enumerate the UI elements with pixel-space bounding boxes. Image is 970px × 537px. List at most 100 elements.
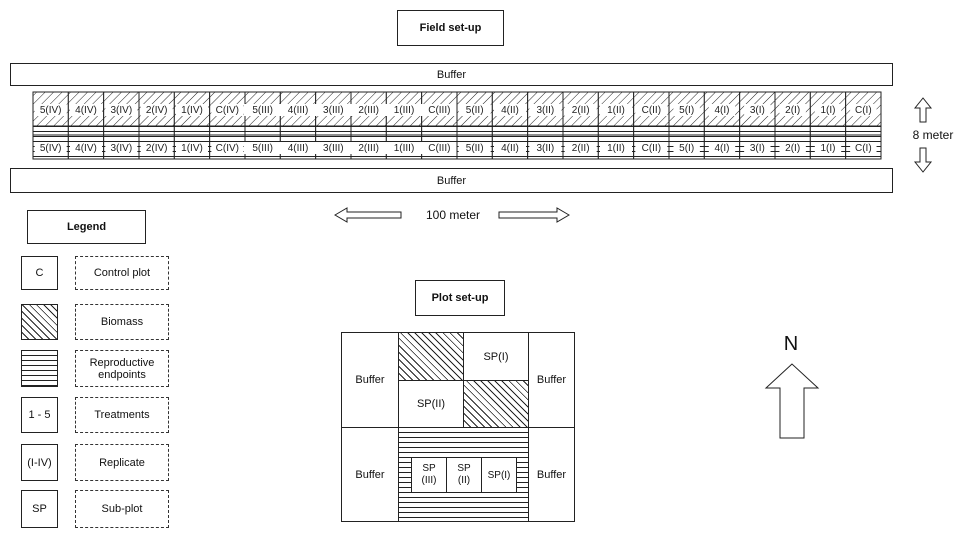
separator-cell xyxy=(491,125,529,136)
reproductive-plot-label-bg xyxy=(814,142,842,154)
separator-cell xyxy=(103,125,140,136)
legend-symbol-control: C xyxy=(21,256,58,290)
legend-label-subplot: Sub-plot xyxy=(75,490,169,528)
reproductive-plot-label-bg xyxy=(349,142,388,154)
biomass-plot-label: 2(I) xyxy=(785,105,800,116)
reproductive-plot-label-bg xyxy=(529,142,562,154)
separator-cell xyxy=(421,125,458,136)
biomass-plot-label: 2(IV) xyxy=(146,105,168,116)
plot-buffer-top-left: Buffer xyxy=(341,332,399,428)
reproductive-plot-label: 5(II) xyxy=(466,143,484,154)
legend-label-biomass: Biomass xyxy=(75,304,169,340)
biomass-plot-label-bg xyxy=(458,104,491,116)
biomass-plot-label-bg xyxy=(600,104,632,116)
biomass-plot-label: 5(III) xyxy=(252,105,273,116)
reproductive-plot-label: 4(II) xyxy=(501,143,519,154)
reproductive-plot-label: 2(I) xyxy=(785,143,800,154)
reproductive-plot-label-bg xyxy=(600,142,632,154)
biomass-plot-label-bg xyxy=(34,104,67,116)
plot-buffer-bottom-right: Buffer xyxy=(528,427,575,522)
reproductive-plot-label: 2(III) xyxy=(358,143,379,154)
biomass-plot-label-bg xyxy=(635,104,668,116)
biomass-plot-label: 4(IV) xyxy=(75,105,97,116)
reproductive-plot-label: 1(I) xyxy=(821,143,836,154)
reproductive-plot-label-bg xyxy=(744,142,771,154)
reproductive-plot-label: 5(III) xyxy=(252,143,273,154)
north-arrow-icon xyxy=(764,363,820,439)
separator-cell xyxy=(703,125,741,136)
separator-cell xyxy=(597,125,635,136)
separator-cell xyxy=(244,125,281,136)
biomass-plot-label-bg xyxy=(850,104,877,116)
reproductive-plot-label: 2(IV) xyxy=(146,143,168,154)
biomass-plot-label-bg xyxy=(243,104,282,116)
reproductive-plot-label-bg xyxy=(779,142,806,154)
reproductive-plot-label: 3(I) xyxy=(750,143,765,154)
biomass-plot-label: C(III) xyxy=(428,105,450,116)
biomass-plot-label-bg xyxy=(176,104,208,116)
reproductive-plot-label: C(II) xyxy=(642,143,661,154)
reproductive-plot-label: 4(I) xyxy=(715,143,730,154)
subplot-biomass-mid-right xyxy=(463,380,529,428)
reproductive-plot-label: 4(IV) xyxy=(75,143,97,154)
biomass-plot-label-bg xyxy=(529,104,562,116)
separator-cell xyxy=(32,125,69,136)
height-label: 8 meter xyxy=(912,128,954,142)
biomass-plot-label-bg xyxy=(420,104,459,116)
reproductive-plot-label: 1(III) xyxy=(394,143,415,154)
biomass-plot-label-bg xyxy=(314,104,353,116)
biomass-plot-label-bg xyxy=(211,104,244,116)
reproductive-plot-label-bg xyxy=(708,142,736,154)
subplot-sp1-bottom: SP(I) xyxy=(481,457,517,493)
separator-cell xyxy=(67,125,105,136)
biomass-plot-label-bg xyxy=(708,104,736,116)
height-arrow-icon xyxy=(913,97,933,173)
reproductive-plot-label-bg xyxy=(458,142,491,154)
subplot-biomass-top-left xyxy=(398,332,464,381)
reproductive-plot-label: 2(II) xyxy=(572,143,590,154)
biomass-plot-label: 1(III) xyxy=(394,105,415,116)
biomass-plot-label: 1(I) xyxy=(821,105,836,116)
reproductive-plot-label-bg xyxy=(243,142,282,154)
subplot-sp2-mid-left: SP(II) xyxy=(398,380,464,428)
biomass-plot-label: 3(III) xyxy=(323,105,344,116)
reproductive-plot-label-bg xyxy=(850,142,877,154)
reproductive-plot-label-bg xyxy=(211,142,244,154)
biomass-plot-label: 4(I) xyxy=(715,105,730,116)
reproductive-plot-label: 1(IV) xyxy=(181,143,203,154)
reproductive-plot-label: C(I) xyxy=(855,143,872,154)
biomass-plot-label-bg xyxy=(564,104,597,116)
separator-cell xyxy=(774,125,811,136)
reproductive-plot-label-bg xyxy=(279,142,317,154)
legend-title: Legend xyxy=(27,210,146,244)
subplot-sp2-bottom: SP (II) xyxy=(446,457,482,493)
reproductive-plot-label-bg xyxy=(176,142,208,154)
biomass-plot-label: 4(II) xyxy=(501,105,519,116)
biomass-plot-label: 1(IV) xyxy=(181,105,203,116)
separator-cell xyxy=(138,125,175,136)
reproductive-plot-label: 5(I) xyxy=(679,143,694,154)
separator-cell xyxy=(279,125,317,136)
reproductive-plot-label-bg xyxy=(673,142,700,154)
biomass-plot-label: 3(IV) xyxy=(110,105,132,116)
reproductive-plot-label-bg xyxy=(140,142,173,154)
north-label: N xyxy=(783,333,799,355)
separator-cell xyxy=(739,125,776,136)
biomass-plot-label-bg xyxy=(105,104,138,116)
separator-cell xyxy=(315,125,352,136)
legend-symbol-biomass xyxy=(21,304,58,340)
legend-label-control: Control plot xyxy=(75,256,169,290)
reproductive-plot-label: 3(II) xyxy=(536,143,554,154)
biomass-plot-label-bg xyxy=(494,104,526,116)
separator-cell xyxy=(456,125,493,136)
reproductive-plot-label: C(III) xyxy=(428,143,450,154)
biomass-plot-label-bg xyxy=(140,104,173,116)
reproductive-plot-label-bg xyxy=(635,142,668,154)
reproductive-plot-label-bg xyxy=(385,142,423,154)
legend-symbol-subplot: SP xyxy=(21,490,58,528)
separator-cell xyxy=(385,125,423,136)
biomass-plot-label: C(IV) xyxy=(216,105,239,116)
biomass-plot-label-bg xyxy=(814,104,842,116)
field-buffer-top: Buffer xyxy=(10,63,893,86)
legend-label-treatments: Treatments xyxy=(75,397,169,433)
